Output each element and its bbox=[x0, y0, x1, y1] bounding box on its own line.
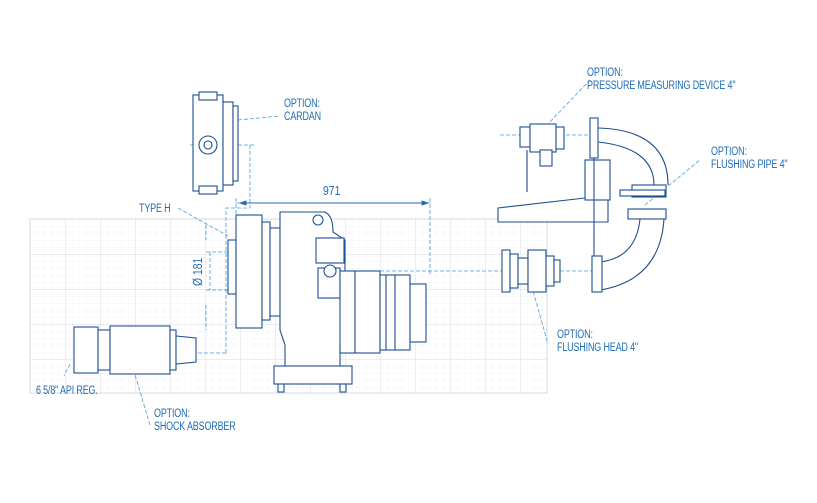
machine-drawing bbox=[73, 91, 669, 393]
dimension-length: 971 bbox=[323, 183, 341, 198]
label-line: SHOCK ABSORBER bbox=[154, 421, 236, 433]
label-flushing-head: OPTION: FLUSHING HEAD 4" bbox=[557, 329, 638, 355]
label-line: FLUSHING PIPE 4" bbox=[711, 159, 788, 171]
dimension-line-971 bbox=[238, 200, 430, 206]
label-line: PRESSURE MEASURING DEVICE 4" bbox=[587, 80, 736, 92]
label-line: OPTION: bbox=[284, 98, 320, 110]
label-type-h: TYPE H bbox=[139, 203, 171, 215]
label-line: OPTION: bbox=[557, 329, 593, 341]
label-shock-absorber: OPTION: SHOCK ABSORBER bbox=[154, 408, 236, 434]
label-line: OPTION: bbox=[154, 408, 190, 420]
label-line: OPTION: bbox=[587, 67, 623, 79]
label-line: OPTION: bbox=[711, 146, 747, 158]
label-line: FLUSHING HEAD 4" bbox=[557, 342, 638, 354]
label-cardan: OPTION: CARDAN bbox=[284, 98, 321, 124]
label-pressure-measuring-device: OPTION: PRESSURE MEASURING DEVICE 4" bbox=[587, 67, 736, 93]
label-flushing-pipe: OPTION: FLUSHING PIPE 4" bbox=[711, 146, 788, 172]
label-api-reg: 6 5/8" API REG. bbox=[36, 385, 98, 397]
label-line: CARDAN bbox=[284, 111, 321, 123]
dimension-diameter: Ø 181 bbox=[190, 257, 205, 286]
